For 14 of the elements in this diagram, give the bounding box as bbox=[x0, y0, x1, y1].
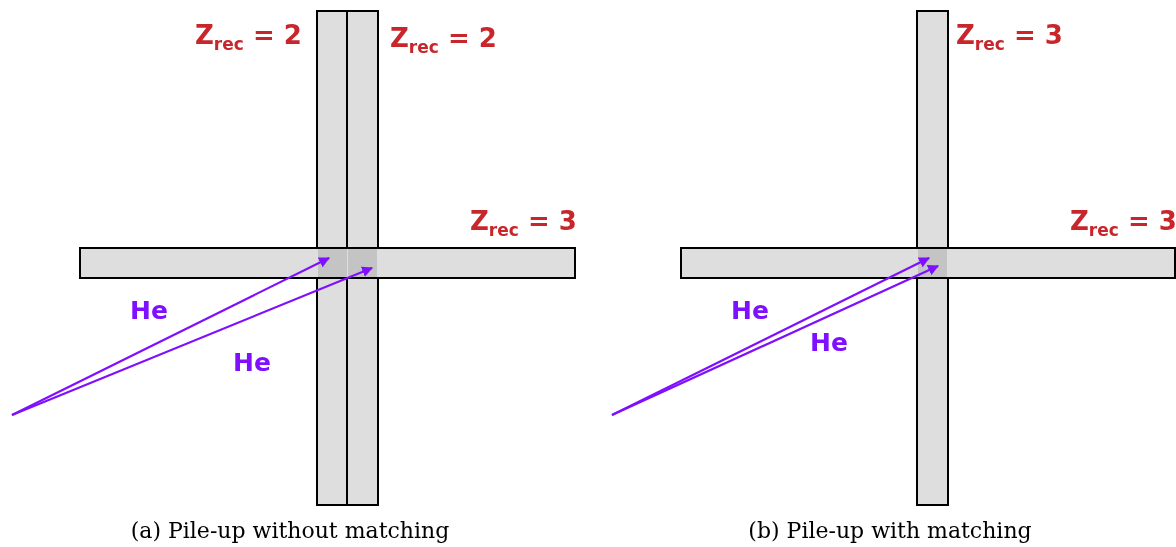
detector-strip bbox=[680, 247, 1176, 279]
strip-label: Z$_{rec}$ = 3 bbox=[470, 208, 577, 240]
strip-label: Z$_{rec}$ = 3 bbox=[1070, 208, 1176, 240]
detector-strip bbox=[346, 10, 379, 506]
edge-label: He bbox=[810, 330, 848, 355]
edge-label: He bbox=[731, 298, 769, 323]
strip-label: Z$_{rec}$ = 3 bbox=[956, 22, 1063, 54]
strip-label: Z$_{rec}$ = 2 bbox=[195, 22, 302, 54]
detector-strip bbox=[916, 10, 949, 506]
particle-track-arrow bbox=[11, 266, 373, 416]
edge-label: He bbox=[233, 350, 271, 375]
edge-label: He bbox=[130, 298, 168, 323]
figure-caption: (a) Pile-up without matching bbox=[130, 520, 450, 542]
strip-label: Z$_{rec}$ = 2 bbox=[390, 25, 497, 57]
